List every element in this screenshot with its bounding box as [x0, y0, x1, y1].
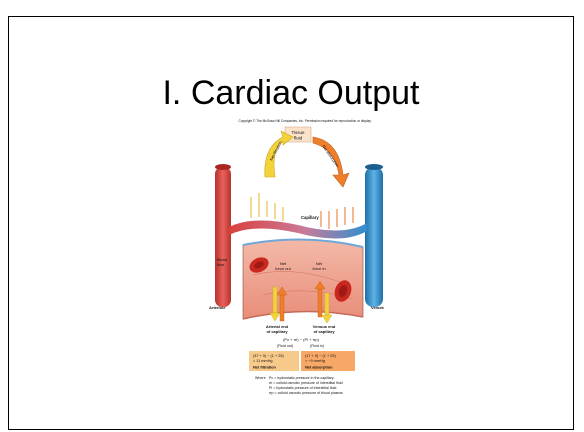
net-force-out-label-2: force out	[275, 266, 291, 271]
slide-title: I. Cardiac Output	[9, 74, 573, 113]
capillary-vessel	[229, 220, 367, 238]
left-calc-line-1: (37 + 0) − (1 + 25)	[253, 354, 284, 358]
copyright-text: Copyright © The McGraw-Hill Companies, I…	[239, 119, 372, 123]
legend-where: Where	[255, 376, 266, 380]
capillary-exchange-figure: Copyright © The McGraw-Hill Companies, I…	[193, 115, 413, 417]
venule-label: Venule	[371, 305, 385, 310]
capillary-cross-section	[243, 239, 363, 319]
fluid-in-label: (Fluid in)	[310, 344, 324, 348]
arteriole-label: Arteriole	[209, 305, 226, 310]
arteriole-vessel	[215, 167, 231, 307]
venule-vessel	[365, 167, 383, 307]
net-absorption-result: Net absorption	[305, 365, 333, 370]
pressure-formula: (Pc + πi) − (Pi + πp)	[283, 337, 320, 342]
net-force-in-label-2: force in	[312, 266, 325, 271]
tissue-fluid-label-2: fluid	[294, 136, 303, 141]
right-calc-line-2: = −9 mmHg	[305, 359, 325, 363]
venule-opening	[365, 164, 383, 170]
left-calc-line-2: = 11 mmHg	[253, 359, 272, 363]
venous-end-label-2: of capillary	[313, 329, 335, 334]
arterial-end-label-2: of capillary	[266, 329, 288, 334]
absorption-small-arrows	[321, 207, 353, 229]
legend-pip: πp = colloid osmotic pressure of blood p…	[269, 391, 343, 395]
legend-pc: Pc = hydrostatic pressure in the capilla…	[269, 376, 334, 380]
net-absorption-arrow	[313, 137, 349, 187]
filtration-small-arrows	[251, 193, 283, 221]
legend-pi: Pi = hydrostatic pressure of interstitia…	[269, 386, 336, 390]
slide: I. Cardiac Output	[8, 16, 574, 430]
net-filtration-result: Net filtration	[253, 365, 277, 370]
right-calc-line-1: (17 + 0) − (1 + 25)	[305, 354, 336, 358]
fluid-out-label: (Fluid out)	[277, 344, 293, 348]
capillary-label: Capillary	[301, 215, 319, 220]
tissue-fluid-label-1: Tissue	[291, 130, 305, 135]
blood-flow-label-2: flow	[217, 262, 224, 267]
legend-pii: πi = colloid osmotic pressure of interst…	[269, 381, 343, 385]
arteriole-opening	[215, 164, 231, 170]
net-filtration-arrow	[265, 131, 293, 177]
